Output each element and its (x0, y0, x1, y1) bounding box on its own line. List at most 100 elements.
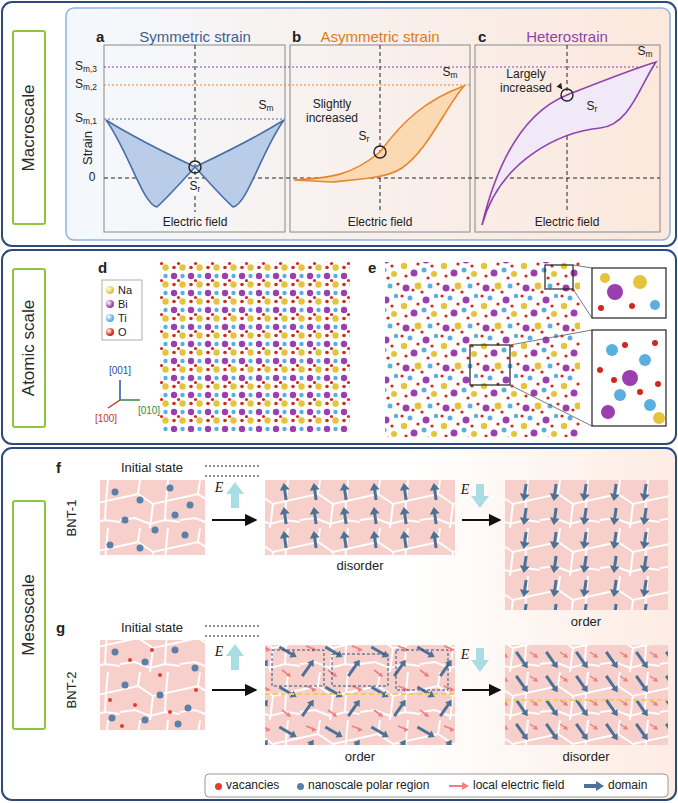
domain-panels (175, 721, 182, 728)
domain-panels (265, 645, 455, 745)
atomic-models (102, 280, 142, 340)
atomic-models (622, 370, 638, 386)
atomic-models (160, 262, 350, 432)
axis-title: Electric field (163, 216, 228, 230)
domain-panels (462, 689, 500, 691)
legend-text: nanoscale polar region (308, 779, 429, 793)
legend-text: local electric field (473, 779, 564, 793)
atomic-models (102, 262, 666, 437)
legend-text: Bi (118, 298, 128, 311)
domain-panels (182, 532, 189, 539)
domain-panels (505, 699, 668, 701)
state-label: order (345, 750, 375, 765)
strain-charts (106, 120, 284, 207)
legend-text: Na (118, 284, 132, 297)
panel-letter: e (368, 259, 376, 276)
atomic-models (611, 377, 617, 383)
strain-charts (475, 45, 660, 232)
annotation: Slightly increased (301, 98, 363, 126)
state-label: Initial state (121, 621, 183, 636)
strain-charts (104, 45, 285, 232)
domain-panels (205, 626, 260, 627)
domain-panels (112, 489, 119, 496)
domain-panels (108, 698, 112, 702)
domain-panels (133, 703, 137, 707)
chart-title: Symmetric strain (139, 28, 251, 45)
domain-panels (471, 648, 489, 672)
chart-title: Heterostrain (526, 28, 608, 45)
domain-panels (265, 480, 455, 555)
legend-swatch (297, 783, 304, 790)
atomic-models (606, 344, 618, 356)
axis-tick: Sm,1 (75, 112, 97, 126)
strain-charts (104, 178, 660, 179)
strain-charts (104, 45, 660, 232)
panel-letter: g (56, 619, 65, 636)
domain-panels (128, 658, 132, 662)
strain-charts (559, 85, 562, 89)
domain-panels (505, 645, 668, 745)
legend-swatch (106, 314, 114, 322)
scale-label-box: Mesoscale (12, 500, 46, 730)
panel-letter: b (292, 28, 301, 45)
atomic-models (655, 381, 661, 387)
strain-charts (561, 89, 573, 101)
legend-swatch (106, 300, 114, 308)
domain-panels (137, 497, 144, 504)
legend-swatch (106, 286, 114, 294)
domain-panels (332, 654, 388, 686)
axis-title: Electric field (535, 216, 600, 230)
point-label: Sm (443, 66, 458, 80)
legend-sample (583, 780, 605, 792)
domain-panels (122, 517, 129, 524)
domain-panels (167, 485, 174, 492)
axis-tick: 0 (89, 171, 96, 185)
axis-title: Electric field (348, 216, 413, 230)
scale-label: Mesoscale (19, 574, 39, 655)
domain-panels (109, 715, 116, 722)
strain-charts (195, 196, 196, 212)
strain-charts (290, 45, 470, 232)
panel-letter: f (56, 459, 61, 476)
domain-panels (192, 665, 199, 672)
legend-text: O (118, 326, 127, 339)
atomic-models (653, 412, 665, 424)
atomic-models (385, 262, 580, 437)
domain-panels (265, 693, 455, 695)
domain-panels (505, 480, 668, 610)
state-label: order (571, 615, 601, 630)
domain-panels (112, 649, 119, 656)
legend-text: domain (608, 779, 647, 793)
atomic-models (644, 399, 656, 411)
domain-panels (157, 692, 164, 699)
field-label: E (461, 482, 470, 498)
strain-charts (195, 45, 196, 178)
atomic-models (120, 399, 140, 401)
legend-text: vacancies (226, 779, 279, 793)
domain-panels (137, 545, 144, 552)
domain-panels (142, 659, 149, 666)
atomic-models (119, 380, 121, 400)
domain-panels (100, 466, 668, 797)
axis-label: [001] (109, 365, 131, 377)
axis-label: [100] (95, 413, 117, 425)
domain-panels (462, 519, 500, 521)
domain-panels (205, 636, 260, 637)
domain-panels (122, 682, 129, 689)
strain-charts (189, 161, 201, 173)
legend-text: Ti (118, 312, 127, 325)
sample-name: BNT-2 (65, 672, 80, 709)
atomic-models (637, 389, 643, 395)
axis-tick: Sm,2 (75, 78, 97, 92)
domain-panels (265, 645, 455, 745)
sample-name: BNT-1 (65, 500, 80, 537)
domain-panels (172, 512, 179, 519)
axis-title: Strain (81, 131, 96, 165)
state-label: disorder (337, 559, 384, 574)
domain-panels (396, 650, 448, 690)
atomic-models (597, 367, 603, 373)
domain-panels (205, 774, 668, 797)
chart-title: Asymmetric strain (320, 28, 439, 45)
point-label: Sr (587, 100, 598, 114)
